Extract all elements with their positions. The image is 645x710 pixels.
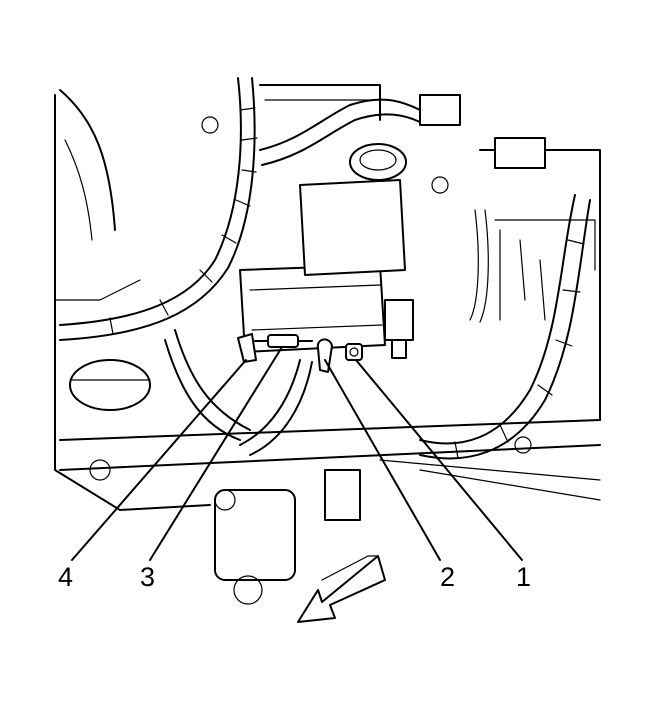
frame-rail-top bbox=[59, 419, 601, 441]
harness-left-outer bbox=[59, 77, 242, 326]
left-lower-canister bbox=[69, 359, 151, 411]
callout-3: 3 bbox=[140, 562, 155, 592]
leader-line-1 bbox=[355, 359, 523, 561]
callout-1: 1 bbox=[516, 562, 531, 592]
leader-line-2 bbox=[324, 359, 441, 561]
harness-left-inner bbox=[59, 77, 256, 341]
callout-4: 4 bbox=[58, 562, 73, 592]
frame-rail-bottom bbox=[59, 444, 601, 471]
engine-bay-structure bbox=[54, 84, 601, 605]
left-body-panel bbox=[54, 94, 211, 511]
left-panel-edge bbox=[59, 89, 116, 231]
component-3-fitting bbox=[267, 334, 299, 348]
harness-right-inner bbox=[419, 199, 591, 460]
leader-line-4 bbox=[71, 359, 247, 561]
harness-right-outer bbox=[419, 194, 576, 445]
upper-module-body bbox=[299, 179, 406, 276]
wiring-harness bbox=[59, 77, 591, 460]
top-connector bbox=[419, 94, 461, 126]
callout-2: 2 bbox=[440, 562, 455, 592]
component-1-nut bbox=[345, 343, 363, 361]
right-fitting bbox=[384, 299, 414, 341]
mount-bracket bbox=[214, 489, 296, 581]
component-4-clip bbox=[237, 333, 257, 363]
lower-connector bbox=[324, 469, 361, 521]
leader-lines bbox=[71, 346, 523, 561]
front-direction-arrow-icon bbox=[297, 555, 386, 623]
callout-labels: 4 3 2 1 bbox=[58, 562, 531, 592]
leader-line-3 bbox=[149, 346, 283, 561]
right-body-panel bbox=[479, 149, 601, 421]
top-right-connector bbox=[494, 137, 546, 169]
main-module-body bbox=[239, 264, 386, 353]
